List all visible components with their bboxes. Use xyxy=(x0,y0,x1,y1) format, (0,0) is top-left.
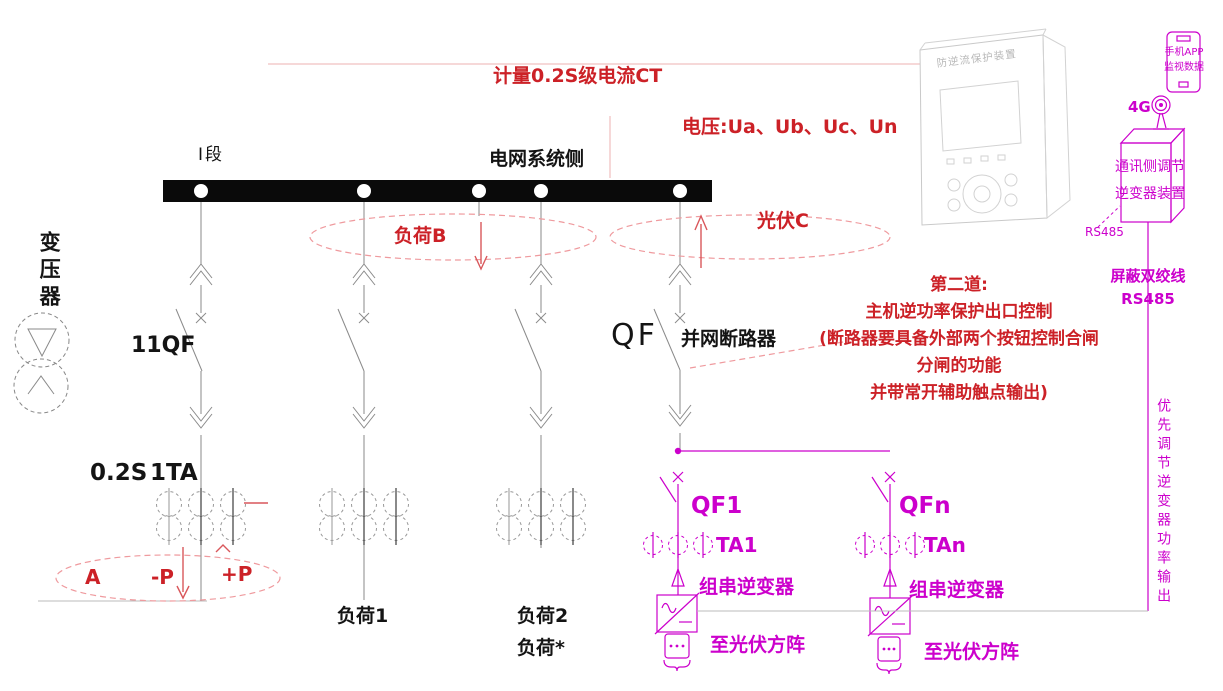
inverter-left-label: 组串逆变器 xyxy=(699,576,795,598)
busbar xyxy=(163,180,712,202)
load1-branch xyxy=(319,202,409,600)
cable-label: 屏蔽双绞线 RS485 xyxy=(1110,267,1186,308)
bus-section-label: Ⅰ段 xyxy=(198,145,225,165)
busbar-tap-dot xyxy=(534,184,548,198)
note-line: 主机逆功率保护出口控制 xyxy=(865,302,1053,322)
drawout-contact-icon xyxy=(189,263,213,286)
incomer-branch xyxy=(175,202,213,601)
comm-box-label: 通讯侧调节 逆变器装置 xyxy=(1115,159,1185,202)
protection-device xyxy=(919,28,1071,226)
voltage-label: 电压:Ua、Ub、Uc、Un xyxy=(682,116,898,138)
dc-connector-icon xyxy=(876,636,902,675)
string-inverter-icon xyxy=(867,595,913,637)
qf1-label: QF1 xyxy=(691,493,743,519)
x-mark-icon xyxy=(674,312,686,324)
meter-plus-p-label: +P xyxy=(221,562,253,586)
load2-label: 负荷2 xyxy=(517,605,569,627)
meter-a-label: A xyxy=(85,565,101,589)
rs485-port-label: RS485 xyxy=(1085,225,1124,239)
breaker-symbol xyxy=(514,308,542,372)
ta-ct-icon xyxy=(879,531,901,559)
4g-label: 4G xyxy=(1128,98,1151,116)
pv-c-annotation xyxy=(609,214,891,268)
ta-ct-icon xyxy=(642,531,664,559)
drawout-contact-icon xyxy=(668,263,692,286)
grid-side-label: 电网系统侧 xyxy=(489,148,585,170)
x-mark-icon xyxy=(535,312,547,324)
load-b-annotation xyxy=(309,213,597,271)
main-breaker-label: 11QF xyxy=(131,333,196,358)
ta-ct-icon xyxy=(854,531,876,559)
transformer-label: 变压器 xyxy=(37,231,62,312)
transformer-icon xyxy=(13,312,70,414)
phone-app-label: 手机APP 监视数据 xyxy=(1164,47,1204,73)
note-line: 并带常开辅助触点输出) xyxy=(870,383,1048,403)
drawout-contact-icon xyxy=(352,263,376,286)
ta1-label: TA1 xyxy=(716,533,758,557)
string-inverter-icon xyxy=(654,592,700,635)
ct-class-label: 0.2S xyxy=(90,460,148,486)
breaker-symbol xyxy=(659,476,677,503)
note-pointer-line xyxy=(689,341,844,369)
inverter-right-label: 组串逆变器 xyxy=(909,579,1005,601)
qfn-label: QFn xyxy=(899,493,951,519)
ta-ct-icon xyxy=(904,531,926,559)
ct-group-1ta xyxy=(156,488,246,545)
note-line: 分闸的功能 xyxy=(916,356,1002,376)
pv-string-branch-n xyxy=(854,471,926,675)
busbar-tap-dot xyxy=(472,184,486,198)
note-line: (断路器要具备外部两个按钮控制合闸 xyxy=(819,329,1099,349)
metering-ct-line xyxy=(268,63,920,178)
meter-minus-p-label: -P xyxy=(151,565,174,589)
pv-c-label: 光伏C xyxy=(757,210,809,232)
note-line: 第二道: xyxy=(930,275,988,295)
pv-branch xyxy=(653,202,692,450)
breaker-symbol xyxy=(871,476,889,503)
breaker-symbol xyxy=(653,308,681,371)
breaker-symbol xyxy=(175,308,203,372)
grid-breaker-label: 并网断路器 xyxy=(681,328,777,350)
load-star-label: 负荷* xyxy=(517,637,565,659)
busbar-tap-dot xyxy=(194,184,208,198)
flow-arrow-icon xyxy=(883,567,897,587)
load2-branch xyxy=(496,202,586,548)
tan-label: TAn xyxy=(924,533,966,557)
dc-connector-icon xyxy=(663,633,691,672)
ct-name-label: 1TA xyxy=(150,460,198,486)
pv-string-branch-1 xyxy=(642,471,714,672)
second-gate-note: 第二道: 主机逆功率保护出口控制 (断路器要具备外部两个按钮控制合闸 分闸的功能… xyxy=(788,272,1130,407)
flow-arrow-icon xyxy=(671,567,685,587)
device-screen xyxy=(939,80,1022,152)
comm-box xyxy=(1119,127,1186,224)
phone-icon xyxy=(1166,31,1201,93)
x-mark-icon xyxy=(358,312,370,324)
drawout-contact-icon xyxy=(529,263,553,286)
qf-label: QF xyxy=(611,318,658,353)
ta-ct-icon xyxy=(692,531,714,559)
to-pv-right-label: 至光伏方阵 xyxy=(924,641,1020,663)
breaker-symbol xyxy=(337,308,365,372)
pv-junction xyxy=(674,447,890,455)
busbar-tap-dot xyxy=(673,184,687,198)
load-b-label: 负荷B xyxy=(394,225,447,247)
device-dpad xyxy=(962,174,1002,214)
antenna-4g-icon xyxy=(1151,95,1171,130)
to-pv-left-label: 至光伏方阵 xyxy=(710,634,806,656)
busbar-tap-dot xyxy=(357,184,371,198)
x-mark-icon xyxy=(195,312,207,324)
rs485-cable-line xyxy=(1097,205,1149,611)
metering-ct-label: 计量0.2S级电流CT xyxy=(493,65,663,87)
priority-note-label: 优先调节逆变器功率输出 xyxy=(1155,398,1172,607)
load1-label: 负荷1 xyxy=(337,605,389,627)
meter-annotation xyxy=(55,502,281,602)
ta-ct-icon xyxy=(667,531,689,559)
